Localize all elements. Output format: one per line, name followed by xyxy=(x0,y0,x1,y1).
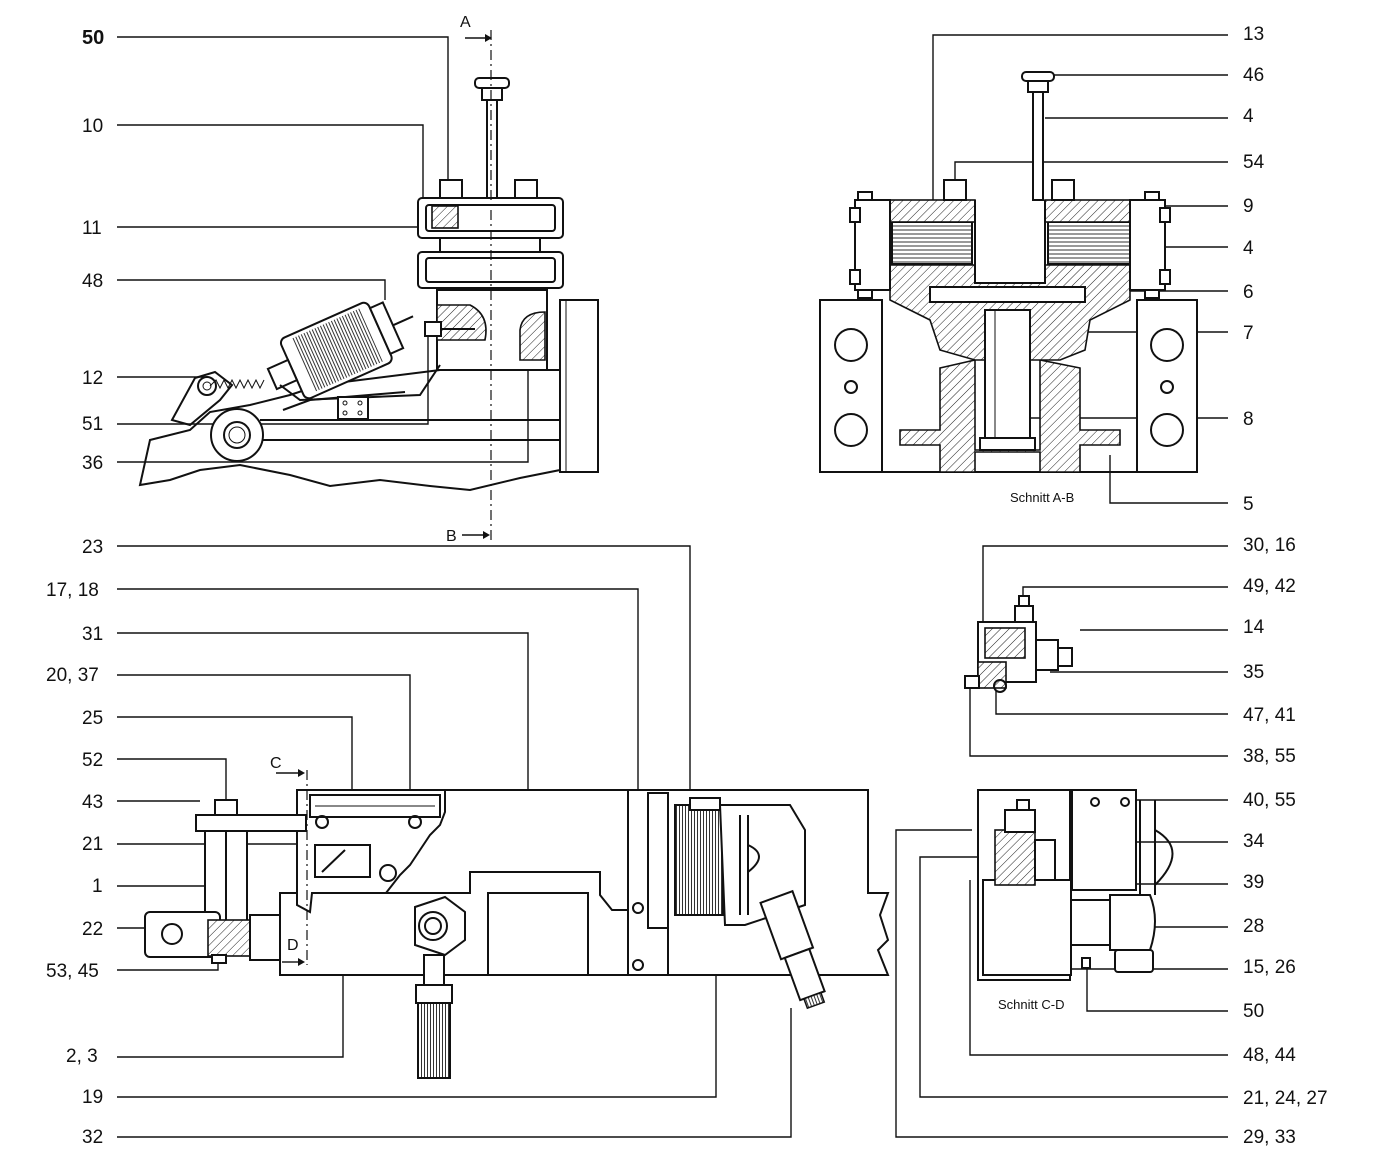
callout-15-26: 15, 26 xyxy=(1243,957,1296,978)
side-view-upper-left: A B xyxy=(138,14,599,545)
callout-7: 7 xyxy=(1243,323,1254,344)
callout-22: 22 xyxy=(82,919,103,940)
callout-51: 51 xyxy=(82,414,103,435)
callout-38-55: 38, 55 xyxy=(1243,746,1296,767)
callout-13: 13 xyxy=(1243,24,1264,45)
callout-labels-left: 50 10 11 48 12 51 36 23 17, 18 31 20, 37… xyxy=(46,27,104,1148)
callout-32: 32 xyxy=(82,1127,103,1148)
callout-9: 9 xyxy=(1243,196,1254,217)
section-mark-d: D xyxy=(287,937,299,954)
callout-28: 28 xyxy=(1243,916,1264,937)
caption-section-cd: Schnitt C-D xyxy=(998,997,1064,1012)
callout-14: 14 xyxy=(1243,617,1265,638)
callout-49-42: 49, 42 xyxy=(1243,576,1296,597)
callout-8: 8 xyxy=(1243,409,1254,430)
section-cd-view: Schnitt C-D xyxy=(977,789,1174,1012)
callout-35: 35 xyxy=(1243,662,1264,683)
callout-48: 48 xyxy=(82,271,103,292)
callout-39: 39 xyxy=(1243,872,1264,893)
callout-21: 21 xyxy=(82,834,103,855)
callout-6: 6 xyxy=(1243,282,1254,303)
callout-46: 46 xyxy=(1243,65,1264,86)
callout-4-upper: 4 xyxy=(1243,106,1254,127)
callout-2-3: 2, 3 xyxy=(66,1046,98,1067)
callout-31: 31 xyxy=(82,624,103,645)
callout-11: 11 xyxy=(82,218,102,239)
callout-47-41: 47, 41 xyxy=(1243,705,1296,726)
callout-17-18: 17, 18 xyxy=(46,580,99,601)
callout-19: 19 xyxy=(82,1087,103,1108)
section-mark-a: A xyxy=(460,14,471,31)
callout-25: 25 xyxy=(82,708,103,729)
callout-54: 54 xyxy=(1243,152,1265,173)
callout-10: 10 xyxy=(82,116,103,137)
callout-21-24-27: 21, 24, 27 xyxy=(1243,1088,1328,1109)
callout-23: 23 xyxy=(82,537,103,558)
callout-50-right: 50 xyxy=(1243,1001,1264,1022)
callout-52: 52 xyxy=(82,750,103,771)
callout-40-55: 40, 55 xyxy=(1243,790,1296,811)
callout-43: 43 xyxy=(82,792,103,813)
section-mark-c: C xyxy=(270,755,282,772)
callout-36: 36 xyxy=(82,453,103,474)
callout-48-44: 48, 44 xyxy=(1243,1045,1296,1066)
section-ab-view: Schnitt A-B xyxy=(819,71,1198,505)
callout-12: 12 xyxy=(82,368,103,389)
callout-labels-right: 13 46 4 54 9 4 6 7 8 5 30, 16 49, 42 14 … xyxy=(1243,24,1328,1148)
callout-53-45: 53, 45 xyxy=(46,961,99,982)
caption-section-ab: Schnitt A-B xyxy=(1010,490,1074,505)
callout-30-16: 30, 16 xyxy=(1243,535,1296,556)
callout-50: 50 xyxy=(82,27,104,49)
callout-20-37: 20, 37 xyxy=(46,665,99,686)
section-mark-b: B xyxy=(446,528,457,545)
callout-5: 5 xyxy=(1243,494,1254,515)
callout-29-33: 29, 33 xyxy=(1243,1127,1296,1148)
callout-4-lower: 4 xyxy=(1243,238,1254,259)
callout-34: 34 xyxy=(1243,831,1265,852)
detail-view-small xyxy=(964,595,1073,693)
callout-1: 1 xyxy=(92,876,103,897)
main-view-lower-left: C D xyxy=(144,755,890,1079)
